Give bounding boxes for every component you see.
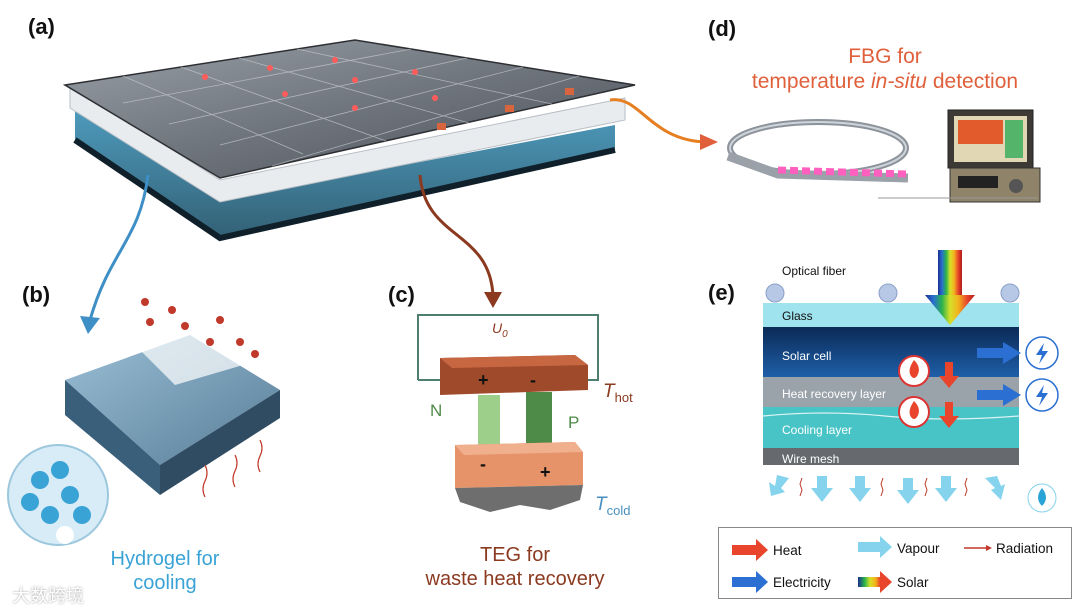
n-leg [478,395,500,450]
legend-heat-arrow [756,539,768,561]
caption-b-line1: Hydrogel for [110,548,220,570]
legend-box [718,527,1072,599]
caption-c-line2: waste heat recovery [425,568,605,590]
caption-d-post: detection [927,70,1019,94]
optical-fiber-dot [765,283,785,303]
legend-radiation-arrow [986,545,992,551]
electricity-arrow [1003,342,1021,364]
t-cold-label: Tcold [595,494,630,518]
solar-cell-layer [763,327,1019,377]
fbg-illustration [726,109,1041,203]
legend-heat: Heat [773,543,802,558]
cold-minus: - [480,454,486,474]
caption-c: TEG for waste heat recovery [390,543,640,591]
heat-recovery-layer [763,377,1019,407]
legend-vapour: Vapour [897,541,940,556]
legend-solar-arrow [880,571,892,593]
solar-arrow-shaft [938,250,962,295]
legend-electricity-arrow [756,571,768,593]
panel-label-c: (c) [388,282,415,307]
caption-d-pre: temperature [751,70,871,94]
electricity-arrow [1003,384,1021,406]
wire-mesh-layer [763,448,1019,465]
layer-label-solar-cell: Solar cell [782,349,832,363]
glass-layer [763,303,1019,327]
caption-d-line1: FBG for [848,45,922,68]
legend-solar: Solar [897,575,929,590]
teg-diagram: U0 + - - + N P Thot Tcold [417,314,633,518]
legend-symbols [732,536,992,593]
optical-fiber-dot [1000,283,1020,303]
layer-stack-diagram [762,250,1059,513]
caption-b-line2: cooling [133,572,197,594]
caption-d-italic: in-situ [870,70,927,94]
caption-c-line1: TEG for [479,544,550,566]
heat-arrow [939,416,959,428]
watermark: 大数跨境 [12,586,84,607]
layer-label-glass: Glass [782,309,813,323]
legend-vapour-arrow [880,536,892,558]
solar-device-illustration [62,39,636,242]
hot-plus: + [478,370,489,390]
hot-minus: - [530,370,536,390]
cold-plus: + [540,462,551,482]
legend-electricity: Electricity [773,575,831,590]
teg-circuit-wire [417,314,599,381]
n-label: N [430,401,442,420]
caption-d-line2: temperature in-situ detection [735,69,1035,94]
p-leg [526,392,552,450]
caption-b: Hydrogel for cooling [85,547,245,595]
heat-arrow [939,376,959,388]
panel-label-e: (e) [708,280,735,305]
u0-label: U0 [492,320,508,340]
solar-arrow-head [925,295,975,325]
legend-radiation: Radiation [996,541,1054,556]
layer-label-heat-recovery: Heat recovery layer [782,387,887,401]
caption-d: FBG for temperature in-situ detection [735,44,1035,94]
optical-fiber-dot [878,283,898,303]
layer-label-optical-fiber: Optical fiber [782,264,847,278]
hydrogel-illustration [7,298,280,546]
t-hot-label: Thot [603,381,633,405]
p-label: P [568,413,579,432]
panel-label-d: (d) [708,16,737,41]
panel-label-b: (b) [22,282,51,307]
layer-label-wire-mesh: Wire mesh [782,452,840,466]
panel-label-a: (a) [28,14,55,39]
layer-label-cooling: Cooling layer [782,423,853,437]
